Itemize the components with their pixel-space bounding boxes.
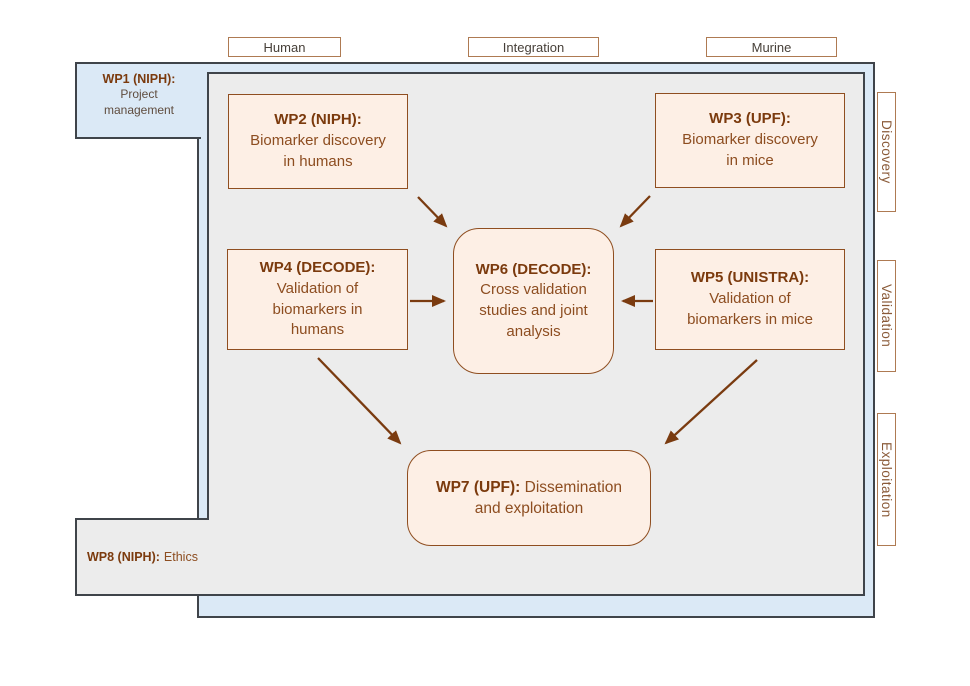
phase-label-exploitation: Exploitation (877, 413, 896, 546)
column-header-human-label: Human (263, 39, 306, 55)
wp2-title: WP2 (NIPH): (274, 111, 362, 129)
wp7-box: WP7 (UPF): Dissemination and exploitatio… (407, 450, 651, 546)
phase-label-exploitation-text: Exploitation (879, 441, 894, 518)
phase-label-validation: Validation (877, 260, 896, 372)
column-header-murine-label: Murine (751, 39, 792, 55)
wp8-title: WP8 (NIPH): (87, 550, 160, 564)
wp6-box: WP6 (DECODE): Cross validation studies a… (453, 228, 614, 374)
wp1-box: WP1 (NIPH): Project management (75, 62, 201, 139)
wp7-body: Dissemination and exploitation (474, 479, 623, 518)
wp2-body: Biomarker discovery in humans (250, 132, 386, 170)
wp5-box: WP5 (UNISTRA): Validation of biomarkers … (655, 249, 845, 350)
phase-label-discovery: Discovery (877, 92, 896, 212)
column-header-integration-label: Integration (502, 39, 565, 55)
wp3-box: WP3 (UPF): Biomarker discovery in mice (655, 93, 845, 188)
wp4-body: Validation of biomarkers in humans (272, 279, 363, 339)
wp8-body: Ethics (163, 550, 198, 564)
column-header-integration: Integration (468, 37, 599, 57)
wp4-title: WP4 (DECODE): (259, 259, 376, 277)
wp5-title: WP5 (UNISTRA): (690, 269, 810, 287)
wp1-title: WP1 (NIPH): (102, 72, 176, 86)
wp3-title: WP3 (UPF): (709, 110, 791, 128)
wp1-body: Project management (103, 87, 175, 117)
wp3-body: Biomarker discovery in mice (682, 131, 818, 169)
phase-label-validation-text: Validation (879, 284, 894, 348)
wp8-box: WP8 (NIPH): Ethics (75, 518, 209, 596)
wp7-title: WP7 (UPF): (435, 479, 521, 496)
wp6-body: Cross validation studies and joint analy… (479, 281, 588, 340)
phase-label-discovery-text: Discovery (879, 120, 894, 184)
wp4-box: WP4 (DECODE): Validation of biomarkers i… (227, 249, 408, 350)
wp5-body: Validation of biomarkers in mice (687, 290, 813, 328)
column-header-murine: Murine (706, 37, 837, 57)
wp2-box: WP2 (NIPH): Biomarker discovery in human… (228, 94, 408, 189)
wp6-title: WP6 (DECODE): (475, 260, 592, 278)
column-header-human: Human (228, 37, 341, 57)
